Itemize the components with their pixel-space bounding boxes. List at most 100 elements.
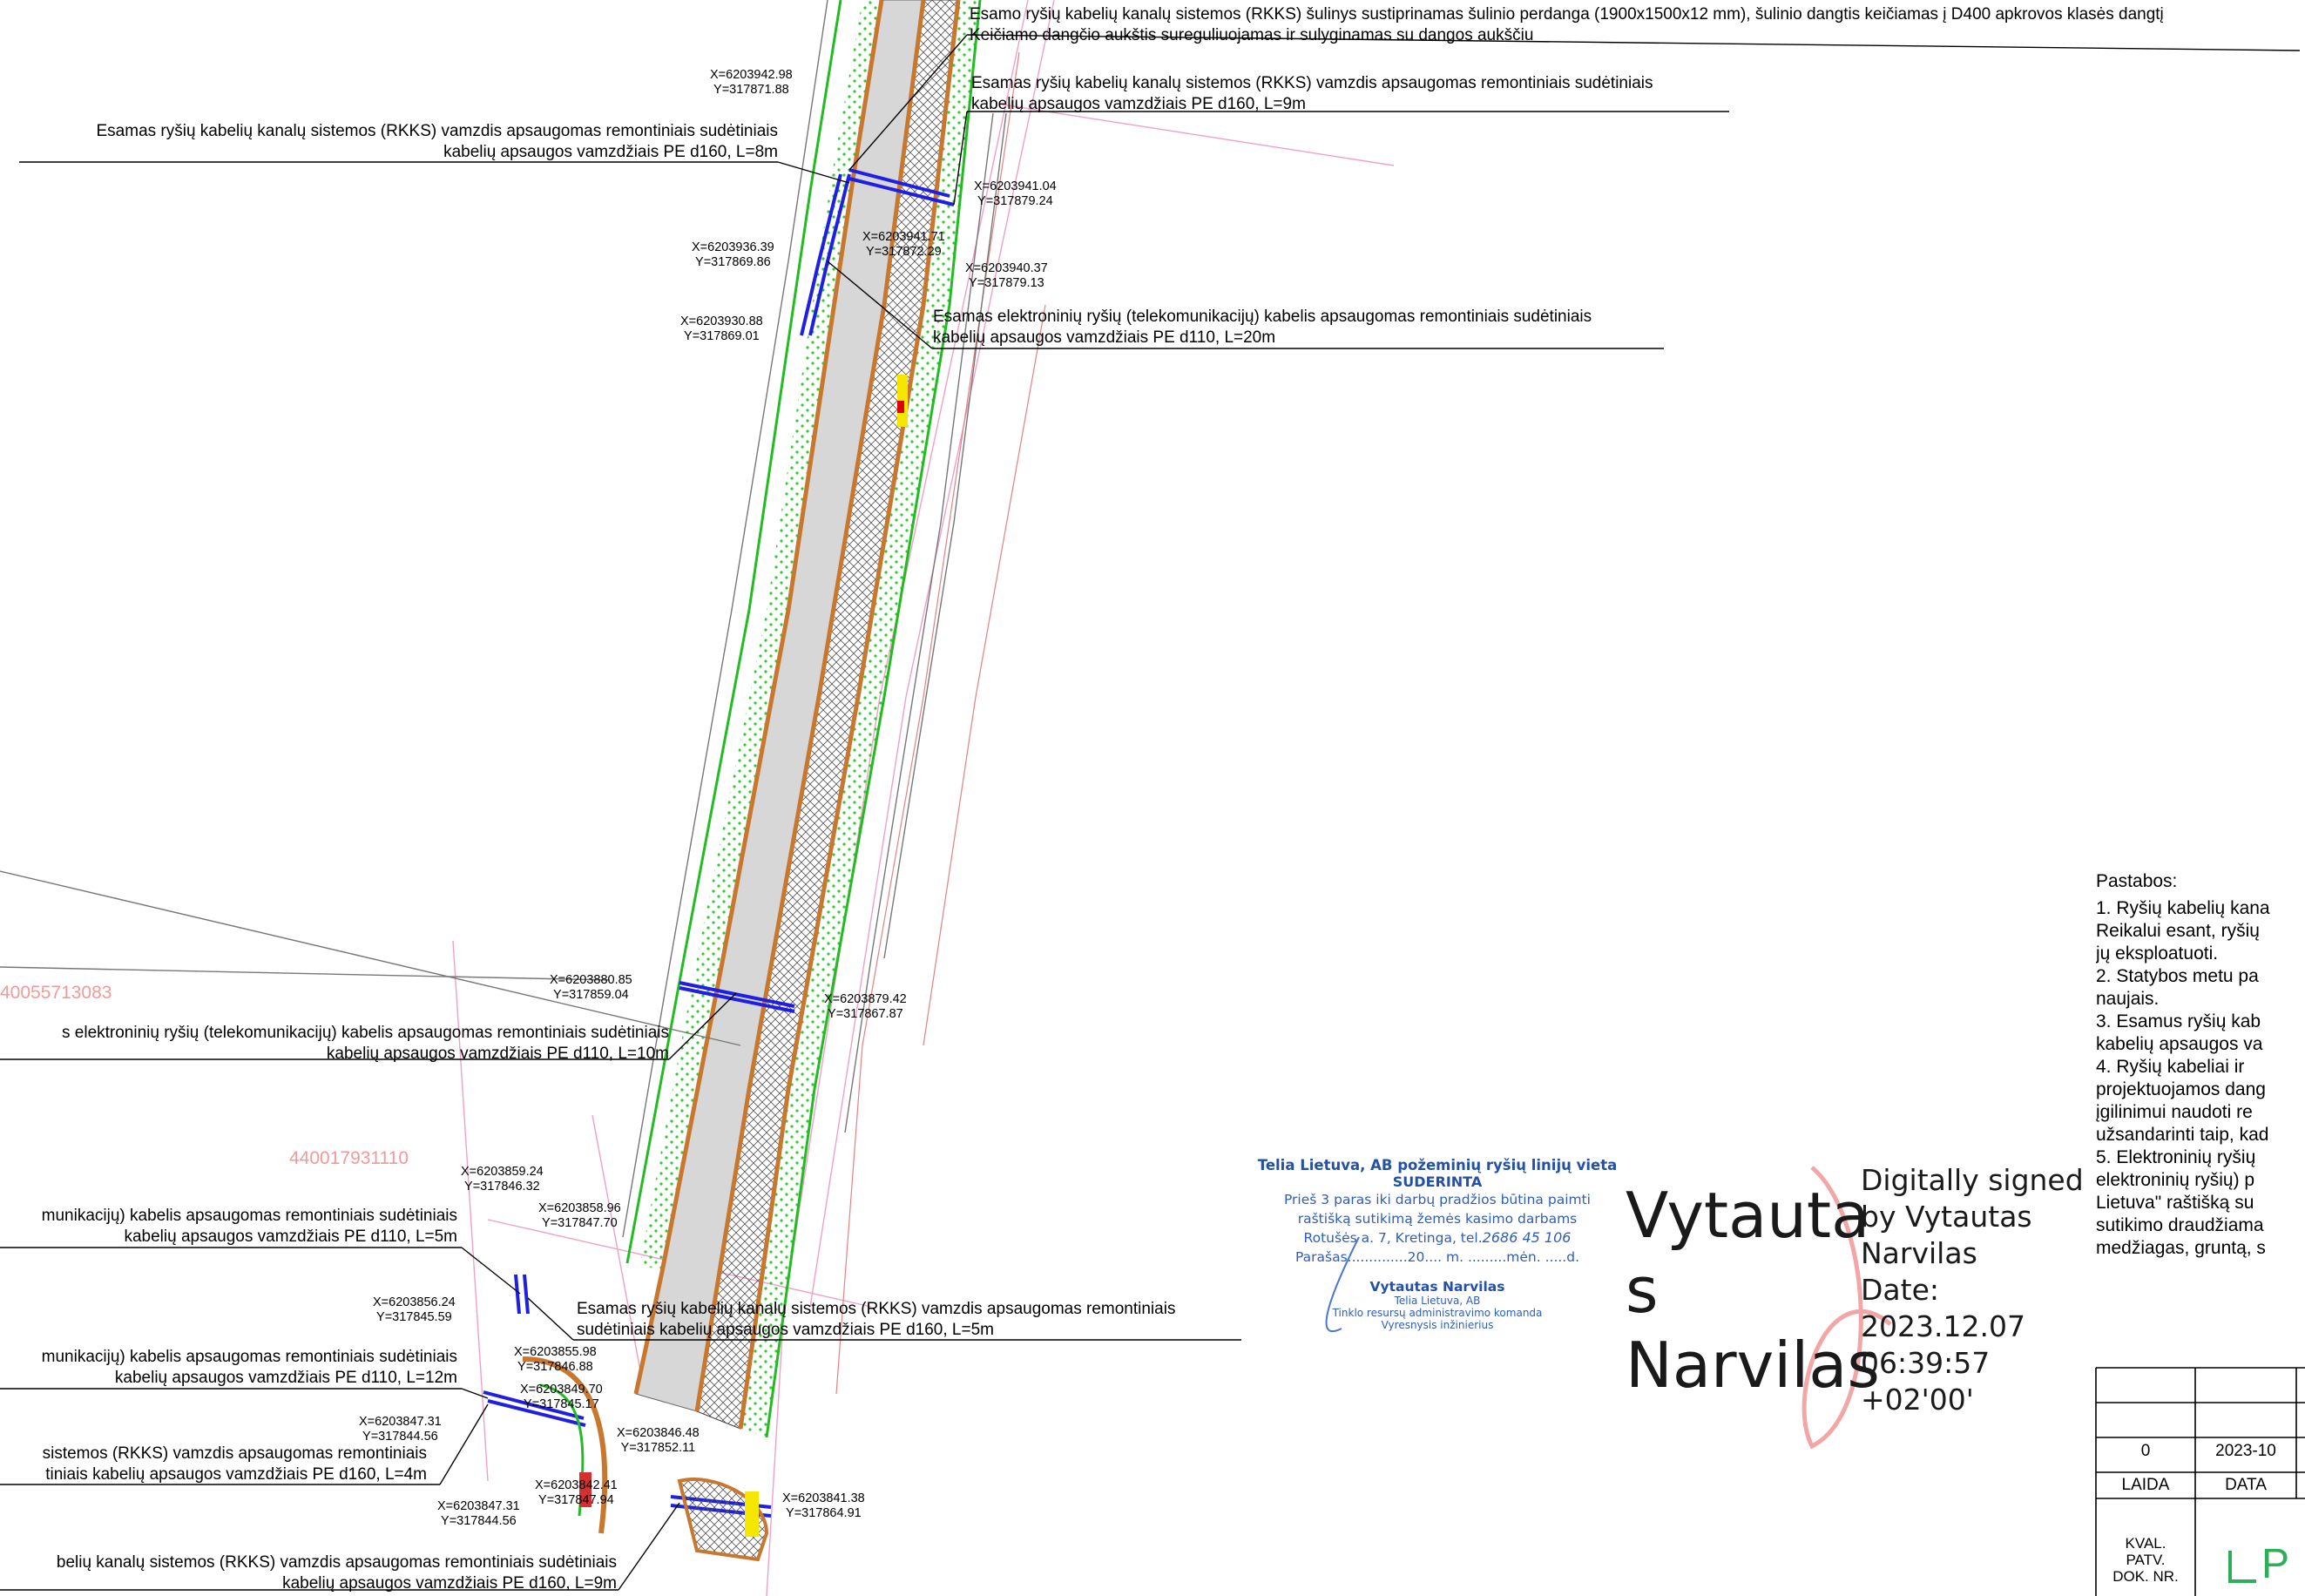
title-block-kval-line: KVAL.: [2125, 1535, 2166, 1552]
signature-detail-line: +02'00': [1861, 1383, 1974, 1417]
title-block-kval: KVAL. PATV. DOK. NR.: [2096, 1535, 2195, 1585]
company-logo-letter: P: [2261, 1541, 2290, 1587]
coordinate-label: X=6203847.31 Y=317844.56: [359, 1415, 442, 1444]
annotation-line: sistemos (RKKS) vamzdis apsaugomas remon…: [42, 1444, 427, 1463]
signature-details: Digitally signed by Vytautas Narvilas Da…: [1861, 1162, 2084, 1418]
annotation-line: kabelių apsaugos vamzdžiais PE d160, L=9…: [282, 1574, 617, 1593]
stamp-signer-name: Vytautas Narvilas: [1369, 1279, 1505, 1295]
signature-name-line: Vytauta: [1626, 1179, 1870, 1252]
annotation-line: s elektroninių ryšių (telekomunikacijų) …: [62, 1024, 669, 1042]
annotation-line: munikacijų) kabelis apsaugomas remontini…: [41, 1207, 457, 1225]
annotation-line: Esamas ryšių kabelių kanalų sistemos (RK…: [971, 74, 1653, 92]
signature-detail-line: by Vytautas: [1861, 1200, 2032, 1234]
annotation-telecom-12m: munikacijų) kabelis apsaugomas remontini…: [0, 1347, 457, 1389]
title-block-data-label: DATA: [2225, 1476, 2267, 1494]
signature-detail-line: 2023.12.07: [1861, 1309, 2025, 1343]
approval-stamp: Telia Lietuva, AB požeminių ryšių linijų…: [1254, 1157, 1620, 1331]
coordinate-label: X=6203936.39 Y=317869.86: [692, 240, 774, 269]
parcel-id: 440017931110: [289, 1148, 409, 1168]
annotation-line: kabelių apsaugos vamzdžiais PE d160, L=8…: [443, 143, 778, 161]
coordinate-label: X=6203842.41 Y=317847.94: [535, 1478, 618, 1507]
title-block-laida-label: LAIDA: [2121, 1476, 2170, 1494]
annotation-rkks-8m: Esamas ryšių kabelių kanalų sistemos (RK…: [17, 121, 779, 163]
annotation-line: munikacijų) kabelis apsaugomas remontini…: [41, 1348, 457, 1366]
stamp-title: Telia Lietuva, AB požeminių ryšių linijų…: [1257, 1157, 1618, 1173]
title-block-data-value: 2023-10: [2215, 1442, 2276, 1460]
coordinate-label: X=6203880.85 Y=317859.04: [550, 973, 632, 1002]
coordinate-label: X=6203856.24 Y=317845.59: [373, 1295, 456, 1324]
annotation-rkks-5m: Esamas ryšių kabelių kanalų sistemos (RK…: [577, 1299, 1175, 1341]
green-verge-right: [740, 0, 980, 1437]
coordinate-label: X=6203858.96 Y=317847.70: [538, 1201, 621, 1230]
stamp-phone: 2686 45 106: [1482, 1229, 1572, 1246]
stamp-line: Rotušės a. 7, Kretinga, tel.2686 45 106: [1254, 1228, 1620, 1248]
annotation-line: Keičiamo dangčio aukštis sureguliuojamas…: [970, 26, 1534, 44]
annotation-line: sudėtiniais kabelių apsaugos vamzdžiais …: [577, 1321, 994, 1339]
note-line: įgilinimui naudoti re: [2096, 1102, 2253, 1122]
signature-detail-line: Digitally signed: [1861, 1163, 2084, 1197]
coordinate-label: X=6203855.98 Y=317846.88: [514, 1345, 597, 1374]
coordinate-label: X=6203859.24 Y=317846.32: [461, 1165, 544, 1194]
annotation-line: belių kanalų sistemos (RKKS) vamzdis aps…: [56, 1553, 617, 1572]
note-line: elektroninių ryšių) p: [2096, 1170, 2255, 1190]
coordinate-label: X=6203942.98 Y=317871.88: [710, 68, 793, 97]
notes-list: 1. Ryšių kabelių kana Reikalui esant, ry…: [2096, 897, 2305, 1260]
note-line: 1. Ryšių kabelių kana: [2096, 898, 2270, 918]
annotation-telecom-20m: Esamas elektroninių ryšių (telekomunikac…: [933, 307, 1592, 348]
coordinate-label: X=6203879.42 Y=317867.87: [824, 992, 907, 1021]
note-line: užsandarinti taip, kad: [2096, 1125, 2269, 1145]
curb-curve: [522, 1356, 608, 1534]
note-line: Reikalui esant, ryšių: [2096, 921, 2260, 941]
signature-detail-line: 06:39:57: [1861, 1346, 1991, 1380]
coordinate-label: X=6203841.38 Y=317864.91: [782, 1491, 865, 1520]
note-line: kabelių apsaugos va: [2096, 1034, 2263, 1054]
coordinate-label: X=6203930.88 Y=317869.01: [680, 314, 763, 343]
note-line: naujais.: [2096, 989, 2160, 1009]
note-line: 4. Ryšių kabeliai ir: [2096, 1057, 2245, 1077]
annotation-line: Esamo ryšių kabelių kanalų sistemos (RKK…: [970, 5, 2164, 24]
stamp-team: Tinklo resursų administravimo komanda: [1332, 1307, 1543, 1319]
signature-detail-line: Narvilas: [1861, 1236, 1977, 1270]
annotation-line: kabelių apsaugos vamzdžiais PE d110, L=5…: [124, 1227, 457, 1246]
stamp-line: Prieš 3 paras iki darbų pradžios būtina …: [1283, 1192, 1591, 1207]
note-line: jų eksploatuoti.: [2096, 943, 2219, 964]
coordinate-label: X=6203847.31 Y=317844.56: [437, 1499, 520, 1528]
stamp-org: Telia Lietuva, AB: [1394, 1295, 1481, 1307]
curb-lines: [633, 0, 961, 1430]
annotation-line: kabelių apsaugos vamzdžiais PE d160, L=9…: [971, 95, 1306, 113]
note-line: Lietuva" raštišką su: [2096, 1193, 2254, 1213]
signature-name-line: Narvilas: [1626, 1329, 1880, 1402]
annotation-telecom-10m: s elektroninių ryšių (telekomunikacijų) …: [0, 1023, 669, 1065]
note-line: projektuojamos dang: [2096, 1079, 2266, 1099]
note-line: 5. Elektroninių ryšių: [2096, 1147, 2256, 1167]
stamp-line: Parašas..............20.... m. .........…: [1294, 1249, 1579, 1265]
annotation-rkks-9m-top: Esamas ryšių kabelių kanalų sistemos (RK…: [971, 73, 1653, 115]
annotation-line: Esamas ryšių kabelių kanalų sistemos (RK…: [96, 122, 779, 140]
signature-detail-line: Date:: [1861, 1273, 1939, 1307]
title-block-kval-line: PATV.: [2126, 1552, 2166, 1568]
stamp-line: raštišką sutikimą žemės kasimo darbams: [1297, 1211, 1578, 1227]
annotation-line: Esamas elektroninių ryšių (telekomunikac…: [933, 308, 1592, 326]
annotation-line: Esamas ryšių kabelių kanalų sistemos (RK…: [577, 1300, 1176, 1318]
annotation-line: kabelių apsaugos vamzdžiais PE d110, L=1…: [114, 1369, 457, 1387]
notes-title: Pastabos:: [2096, 871, 2178, 891]
note-line: sutikimo draudžiama: [2096, 1215, 2264, 1235]
coordinate-label: X=6203846.48 Y=317852.11: [617, 1426, 700, 1455]
annotation-line: kabelių apsaugos vamzdžiais PE d110, L=1…: [326, 1045, 669, 1063]
stamp-status: SUDERINTA: [1392, 1173, 1483, 1190]
annotation-telecom-5m: munikacijų) kabelis apsaugomas remontini…: [0, 1206, 457, 1248]
signature-name: Vytauta s Narvilas: [1626, 1178, 1880, 1403]
annotation-rkks-manhole: Esamo ryšių kabelių kanalų sistemos (RKK…: [970, 4, 2164, 46]
leader-lines: [0, 34, 2301, 1591]
note-line: 2. Statybos metu pa: [2096, 966, 2259, 986]
stamp-address: Rotušės a. 7, Kretinga, tel.: [1303, 1230, 1483, 1246]
coordinate-label: X=6203940.37 Y=317879.13: [965, 261, 1048, 290]
note-line: 3. Esamus ryšių kab: [2096, 1011, 2261, 1031]
annotation-line: kabelių apsaugos vamzdžiais PE d110, L=2…: [933, 328, 1276, 347]
annotation-rkks-9m-bottom: belių kanalų sistemos (RKKS) vamzdis aps…: [0, 1552, 617, 1594]
signature-name-line: s: [1626, 1254, 1659, 1327]
note-line: medžiagas, gruntą, s: [2096, 1238, 2266, 1258]
coordinate-label: X=6203849.70 Y=317845.17: [520, 1383, 603, 1411]
title-block-kval-line: DOK. NR.: [2112, 1568, 2179, 1585]
